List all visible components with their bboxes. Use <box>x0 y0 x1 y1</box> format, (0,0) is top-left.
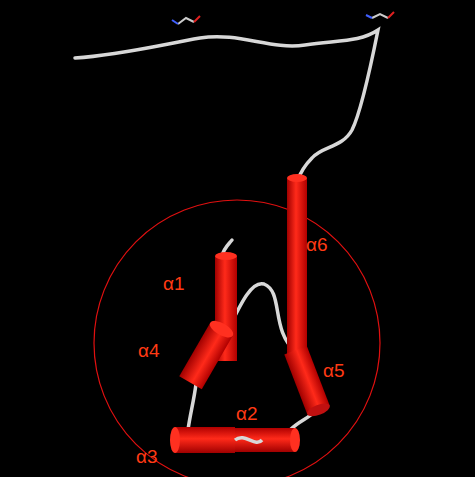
residue-sticks <box>172 12 394 24</box>
helix-cylinder <box>284 346 331 419</box>
helix-label: α5 <box>323 361 345 380</box>
coil <box>75 30 378 442</box>
helix-label: α2 <box>236 404 258 423</box>
helix-label: α6 <box>306 235 328 254</box>
domain-circle <box>94 200 380 477</box>
helix-label: α3 <box>136 447 158 466</box>
helix-cylinder <box>179 317 236 389</box>
helix-cylinder <box>170 427 235 453</box>
helix-cylinder <box>235 428 300 452</box>
helix-label: α1 <box>163 274 185 293</box>
helix-label: α4 <box>138 341 160 360</box>
helix-cylinder <box>287 174 307 355</box>
